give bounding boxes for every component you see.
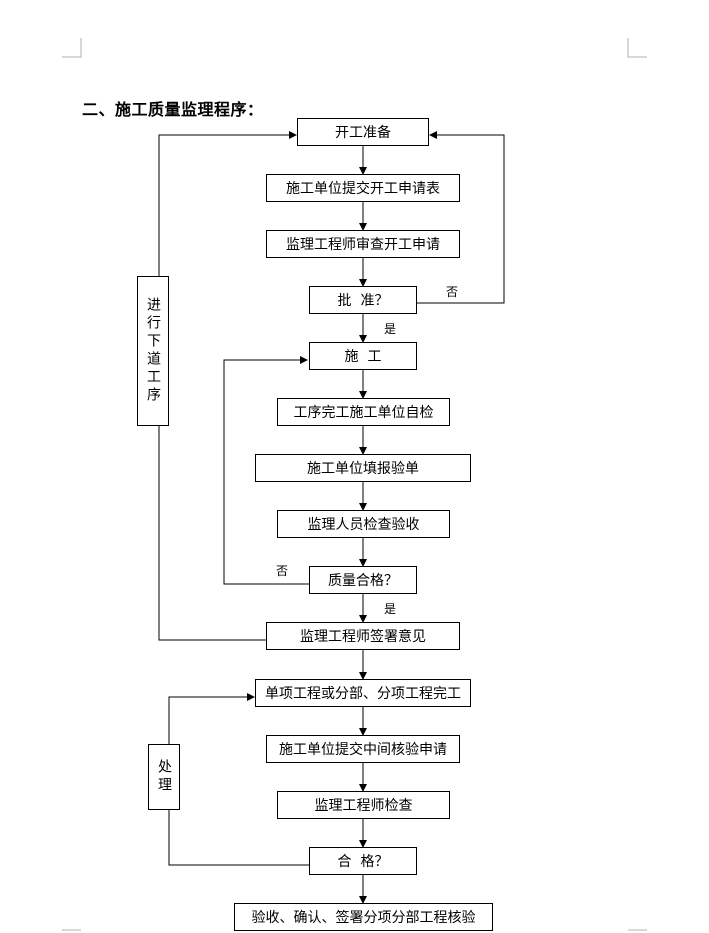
step-final: 验收、确认、签署分项分部工程核验 [234,903,493,931]
step-start-prep: 开工准备 [297,118,429,146]
step-fill-report: 施工单位填报验单 [255,454,471,482]
side-next-process: 进行下道工序 [137,276,169,426]
step-submit-mid-check: 施工单位提交中间核验申请 [266,735,460,763]
label-no-approve: 否 [446,285,459,299]
decision-qualified: 合 格？ [309,847,417,875]
section-title: 二、施工质量监理程序： [82,100,264,119]
label-no-quality: 否 [276,564,289,578]
label-yes-quality: 是 [384,602,397,616]
step-review-application: 监理工程师审查开工申请 [266,230,460,258]
step-sign-opinion: 监理工程师签署意见 [266,622,460,650]
step-submit-application: 施工单位提交开工申请表 [266,174,460,202]
label-yes-approve: 是 [384,322,397,336]
step-construction: 施 工 [309,342,417,370]
decision-quality-ok: 质量合格？ [309,566,417,594]
step-engineer-check: 监理工程师检查 [277,791,450,819]
decision-approve: 批 准？ [309,286,417,314]
step-inspect: 监理人员检查验收 [277,510,450,538]
side-handle: 处理 [148,744,180,810]
step-item-complete: 单项工程或分部、分项工程完工 [255,679,471,707]
step-self-check: 工序完工施工单位自检 [277,398,450,426]
